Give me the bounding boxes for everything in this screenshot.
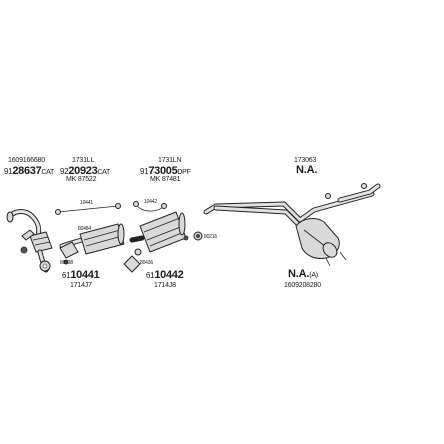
clamp-80216	[193, 231, 203, 241]
label-mk1: MK 87522	[66, 176, 97, 183]
label-cat2-num: 20923	[68, 165, 98, 177]
label-mk2: MK 87481	[150, 176, 181, 183]
label-1731ll: 1731LL	[72, 157, 95, 164]
bracket-10442	[133, 201, 167, 212]
label-cat1: 9128637CAT	[4, 166, 54, 178]
label-dpf-prefix: 91	[140, 167, 149, 176]
label-part-80216: 80216	[204, 234, 217, 240]
gasket-80438	[39, 260, 51, 272]
label-cat1-prefix: 91	[4, 167, 13, 176]
label-dpf: 9173005DPF	[140, 166, 191, 178]
label-cat2: 9220923CAT	[60, 166, 110, 178]
label-bottom2-code: 1714J8	[154, 282, 176, 289]
label-bottom2: 6110442	[146, 269, 184, 281]
bracket-10441	[55, 203, 121, 215]
rear-section	[203, 183, 381, 267]
label-na-top: N.A.	[296, 164, 318, 176]
label-cat2-prefix: 92	[60, 167, 69, 176]
label-1731ln: 1731LN	[158, 157, 182, 164]
label-part-10442: 10442	[144, 199, 157, 205]
label-part-80484: 80484	[78, 226, 91, 232]
label-part-10441: 10441	[80, 200, 93, 206]
gasket-80436	[123, 255, 141, 273]
label-bottom-right-code: 1609208280	[284, 282, 321, 289]
label-top-left-code: 1609166680	[8, 157, 45, 164]
label-bottom1: 6110441	[62, 269, 100, 281]
dpf-unit	[129, 211, 189, 256]
label-bottom1-prefix: 61	[62, 271, 71, 280]
label-bottom2-num: 10442	[154, 269, 184, 281]
label-dpf-num: 73005	[148, 165, 178, 177]
label-cat2-suffix: CAT	[97, 169, 110, 176]
label-173063: 173063	[294, 157, 317, 164]
label-bottom1-num: 10441	[70, 269, 100, 281]
label-cat1-suffix: CAT	[41, 169, 54, 176]
label-bottom1-code: 1714J7	[70, 282, 92, 289]
label-na-bottom: N.A.(A)	[288, 268, 318, 280]
catalyst-1	[59, 223, 125, 265]
label-dpf-suffix: DPF	[177, 169, 191, 176]
label-part-80436: 80436	[140, 260, 153, 266]
label-part-80438: 80438	[60, 260, 73, 266]
label-na-bottom-suffix: (A)	[309, 272, 318, 279]
label-bottom2-prefix: 61	[146, 271, 155, 280]
label-cat1-num: 28637	[12, 165, 42, 177]
label-na-bottom-text: N.A.	[288, 268, 310, 280]
